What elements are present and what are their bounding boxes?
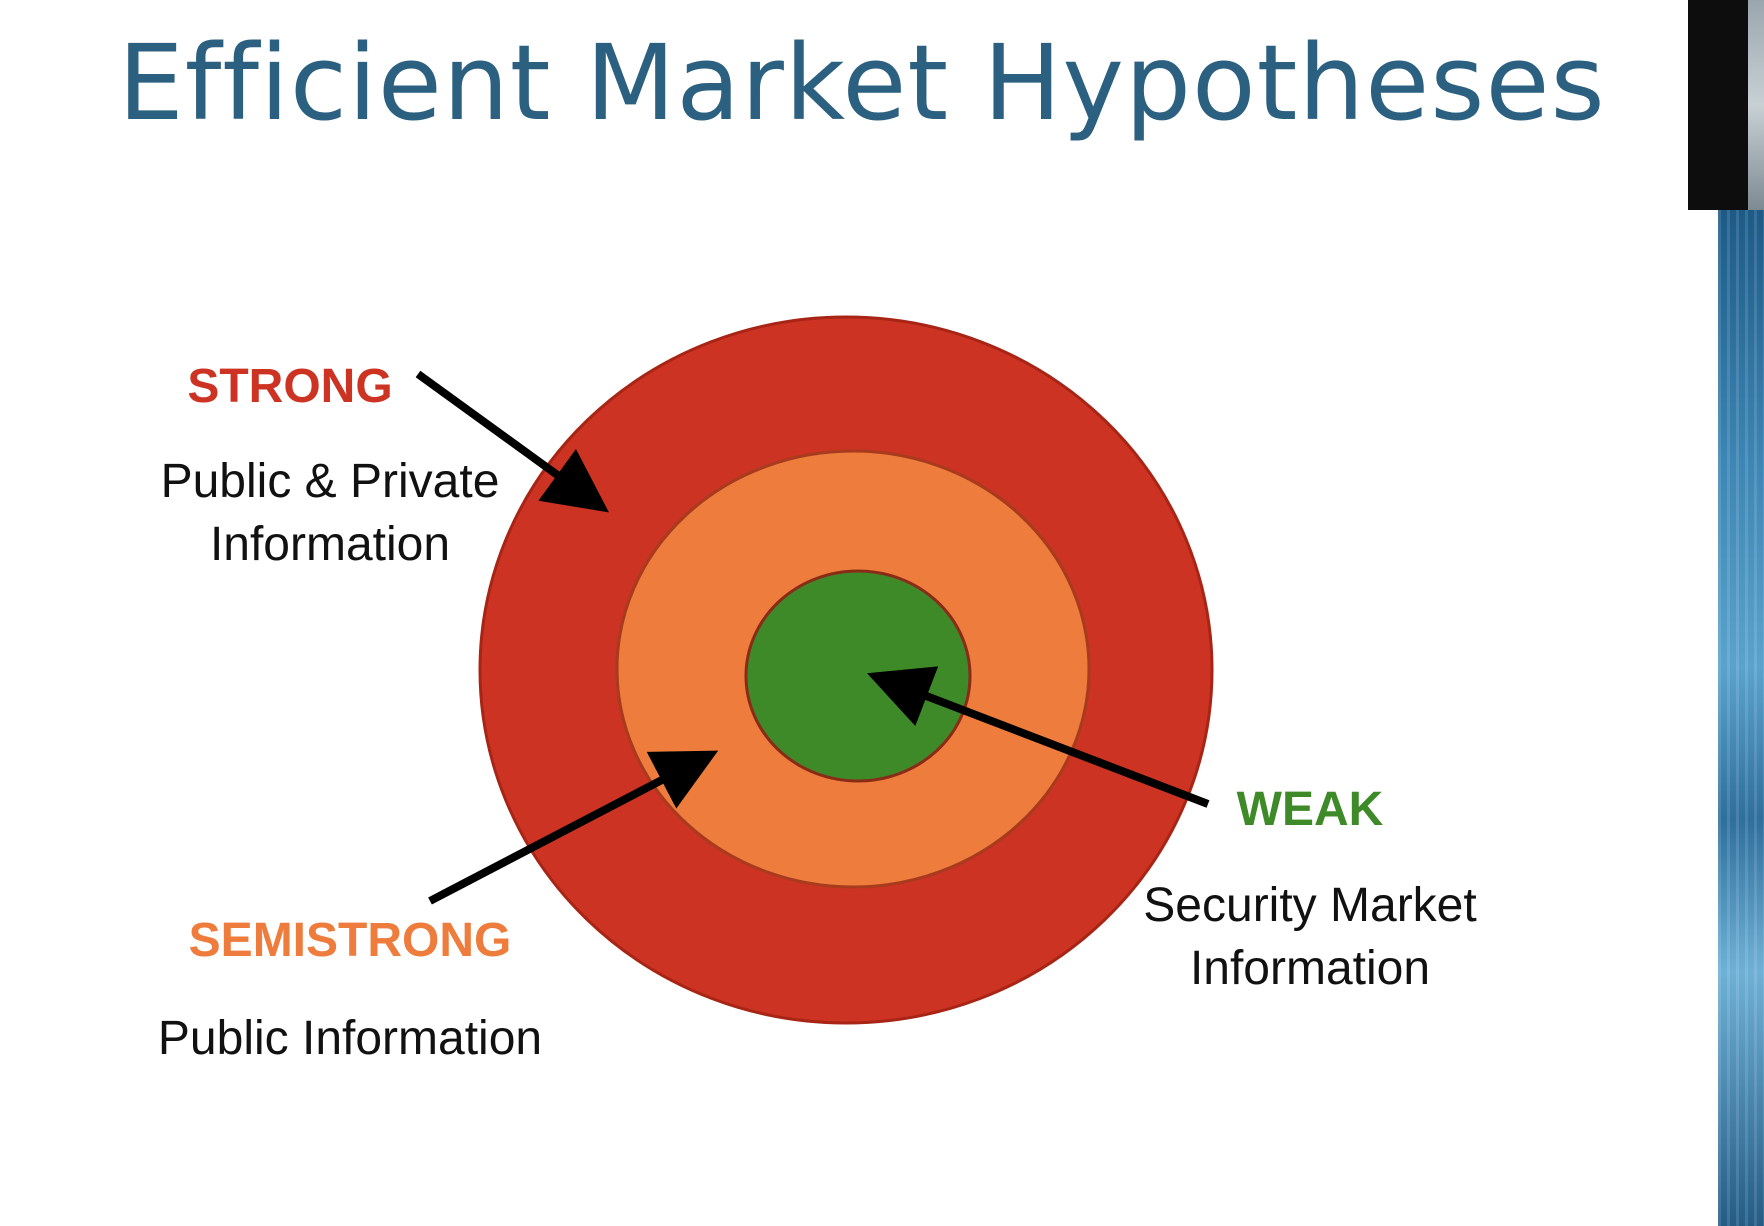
video-thumbnail-edge (1748, 0, 1764, 210)
weak-circle (746, 571, 970, 781)
weak-description-line: Information (1090, 937, 1530, 1000)
side-panel-strip (1688, 0, 1764, 1226)
weak-description-line: Security Market (1090, 874, 1530, 937)
strong-description-line: Public & Private (110, 450, 550, 513)
semistrong-description: Public Information (110, 1007, 590, 1070)
background-photo-texture (1718, 210, 1764, 1226)
strong-description: Public & Private Information (110, 450, 550, 576)
semistrong-label: SEMISTRONG (150, 913, 550, 969)
weak-label: WEAK (1210, 782, 1410, 838)
weak-description: Security Market Information (1090, 874, 1530, 1000)
strong-description-line: Information (110, 513, 550, 576)
semistrong-description-line: Public Information (110, 1007, 590, 1070)
strong-label: STRONG (170, 359, 410, 415)
